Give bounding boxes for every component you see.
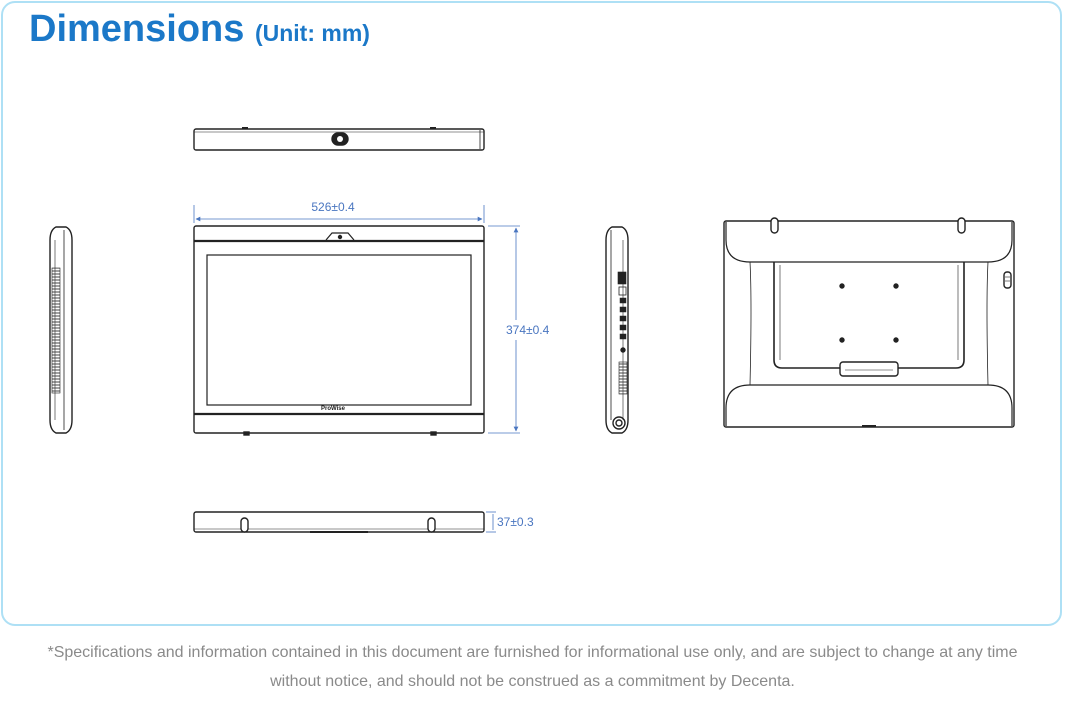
- depth-dimension: [486, 511, 496, 533]
- front-view: [193, 225, 485, 436]
- top-view: [193, 127, 485, 151]
- footnote-line-2: without notice, and should not be constr…: [270, 673, 795, 690]
- depth-label: 37±0.3: [497, 515, 534, 529]
- back-view: [723, 217, 1015, 428]
- bottom-view: [193, 511, 485, 533]
- footnote: *Specifications and information containe…: [0, 638, 1065, 696]
- height-label: 374±0.4: [506, 323, 550, 337]
- left-side-view: [49, 226, 73, 434]
- title-text: Dimensions: [29, 8, 245, 50]
- title-unit: (Unit: mm): [254, 20, 370, 46]
- width-dimension: [193, 205, 485, 223]
- page-title: Dimensions (Unit: mm): [29, 6, 370, 56]
- right-side-view: [605, 226, 629, 434]
- width-label: 526±0.4: [311, 200, 355, 214]
- height-dimension: [488, 225, 520, 434]
- dimensions-panel: [1, 1, 1062, 626]
- front-logo: ProWise: [321, 406, 346, 412]
- footnote-line-1: *Specifications and information containe…: [47, 644, 1018, 661]
- port: [617, 271, 627, 285]
- screen-area: [206, 254, 472, 406]
